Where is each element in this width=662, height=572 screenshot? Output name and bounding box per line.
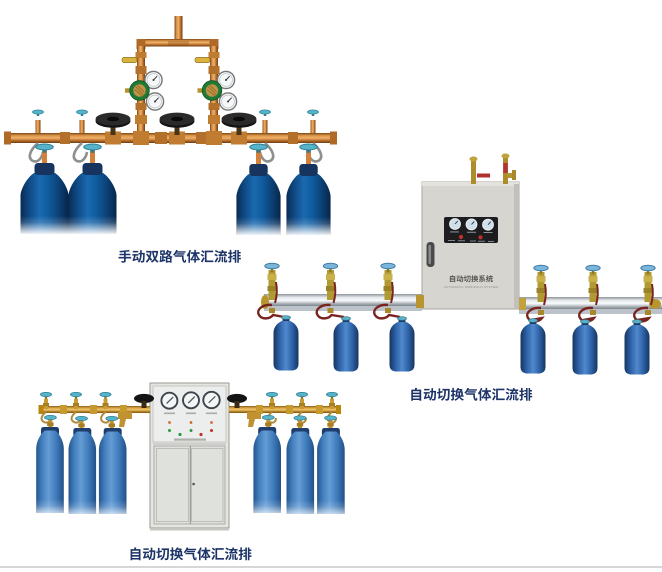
svg-text:AUTOMATIC MANIFOLD SYSTEM: AUTOMATIC MANIFOLD SYSTEM xyxy=(444,285,499,289)
